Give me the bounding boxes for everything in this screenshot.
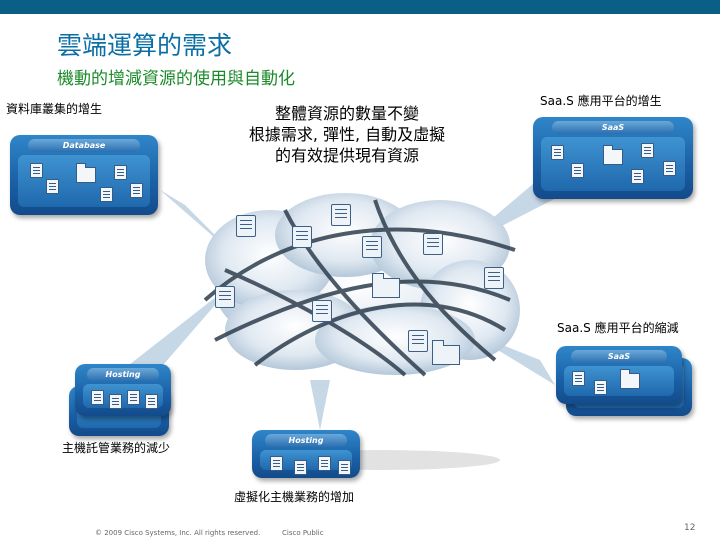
server-icon	[215, 286, 235, 308]
folder-icon	[603, 145, 623, 165]
database-panel-header: Database	[27, 139, 141, 152]
footer-classification: Cisco Public	[282, 529, 324, 537]
slide-title: 雲端運算的需求	[57, 31, 233, 60]
top-bar	[0, 0, 720, 14]
server-icon	[145, 394, 158, 409]
server-icon	[30, 163, 43, 178]
saas-shrink-panel-header: SaaS	[571, 350, 667, 363]
server-icon	[572, 371, 585, 386]
page-number: 12	[684, 523, 696, 533]
hosting-bottom-panel-header: Hosting	[264, 434, 348, 447]
folder-icon	[372, 273, 400, 298]
server-icon	[594, 380, 607, 395]
server-icon	[663, 161, 676, 176]
server-icon	[312, 300, 332, 322]
beam-hosting-bottom	[310, 380, 330, 430]
slide-subtitle: 機動的增減資源的使用與自動化	[57, 69, 295, 89]
folder-icon	[76, 163, 96, 183]
label-saas-shrink: Saa.S 應用平台的縮減	[557, 321, 679, 335]
server-icon	[127, 390, 140, 405]
server-icon	[46, 179, 59, 194]
center-caption-line3: 的有效提供現有資源	[274, 146, 419, 165]
server-icon	[270, 456, 283, 471]
footer-copyright: © 2009 Cisco Systems, Inc. All rights re…	[95, 529, 261, 537]
label-hosting-shrink: 主機託管業務的減少	[62, 441, 171, 455]
server-icon	[294, 460, 307, 475]
lock-icon	[423, 233, 443, 255]
server-icon	[236, 215, 256, 237]
server-icon	[362, 236, 382, 258]
hosting-left-panel-header: Hosting	[86, 368, 160, 381]
server-icon	[91, 390, 104, 405]
server-icon	[571, 163, 584, 178]
server-icon	[292, 226, 312, 248]
center-caption-line1: 整體資源的數量不變	[274, 104, 419, 123]
label-database-growth: 資料庫叢集的增生	[6, 102, 103, 116]
server-icon	[338, 460, 351, 475]
server-icon	[631, 169, 644, 184]
beam-hosting-left	[120, 282, 235, 380]
server-icon	[484, 267, 504, 289]
server-icon	[100, 187, 113, 202]
database-panel: Database	[10, 135, 158, 215]
folder-icon	[432, 340, 460, 365]
server-icon	[109, 394, 122, 409]
center-caption-line2: 根據需求, 彈性, 自動及虛擬	[248, 125, 446, 144]
server-icon	[641, 143, 654, 158]
server-icon	[551, 145, 564, 160]
server-icon	[318, 456, 331, 471]
folder-icon	[620, 369, 640, 389]
hosting-bottom-panel: Hosting	[252, 430, 360, 478]
server-icon	[408, 330, 428, 352]
shield-icon	[331, 204, 351, 226]
server-icon	[130, 183, 143, 198]
label-virtual-hosting-growth: 虛擬化主機業務的增加	[234, 490, 355, 504]
center-caption: 整體資源的數量不變 根據需求, 彈性, 自動及虛擬 的有效提供現有資源	[222, 103, 472, 166]
hosting-left-panel: Hosting	[75, 364, 171, 416]
saas-panel: SaaS	[533, 117, 693, 199]
saas-panel-header: SaaS	[552, 121, 674, 134]
label-saas-growth: Saa.S 應用平台的增生	[540, 94, 662, 108]
server-icon	[114, 165, 127, 180]
saas-shrink-panel: SaaS	[556, 346, 682, 404]
